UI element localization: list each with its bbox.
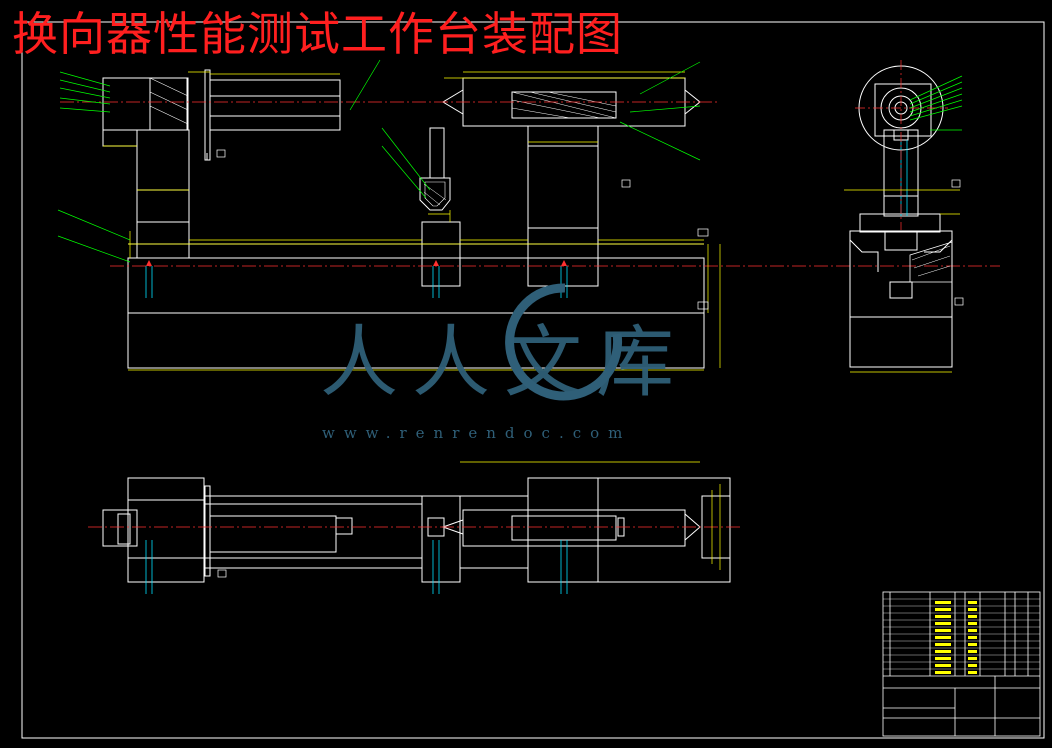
side-leaders [909, 75, 963, 131]
side-view [849, 65, 953, 368]
top-view [102, 477, 731, 583]
middle-fixture [421, 221, 461, 287]
title-block-text-mark [968, 615, 977, 618]
title-block-text-mark [968, 671, 977, 674]
drawing-title: 换向器性能测试工作台装配图 [12, 7, 623, 61]
title-block-rows [883, 598, 1040, 670]
title-block-text-mark [935, 629, 951, 632]
dimensions-front [103, 71, 721, 371]
title-block-text-mark [935, 657, 951, 660]
title-block-text-mark [968, 601, 977, 604]
top-dimensions [460, 461, 721, 570]
centerlines [60, 101, 1000, 267]
title-block-text-mark [968, 629, 977, 632]
title-block-text-mark [968, 622, 977, 625]
title-block-text-mark [935, 608, 951, 611]
side-centerlines [855, 60, 948, 230]
title-block-text-mark [935, 671, 951, 674]
watermark-ring-icon [505, 283, 623, 401]
title-block-text-mark [935, 636, 951, 639]
side-dimensions [844, 189, 960, 373]
title-block-text-mark [935, 622, 951, 625]
title-block-text-mark [935, 643, 951, 646]
sheet-border [21, 21, 1045, 739]
leaders-front [57, 59, 701, 263]
top-hidden [145, 540, 568, 594]
title-block-text-mark [968, 636, 977, 639]
watermark-logo-text: 人人文库 [320, 318, 689, 408]
title-block-text-mark [935, 664, 951, 667]
title-block-text-mark [968, 664, 977, 667]
title-block-text-mark [968, 650, 977, 653]
title-block-text-mark [968, 608, 977, 611]
title-block-text-mark [935, 601, 951, 604]
title-block-text-mark [935, 615, 951, 618]
title-block-text-mark [968, 657, 977, 660]
title-block-text-mark [935, 650, 951, 653]
left-support [136, 129, 190, 259]
left-head [102, 77, 188, 131]
title-block-text-marks [935, 601, 977, 674]
title-block-text-mark [968, 643, 977, 646]
title-block [882, 591, 1041, 737]
datum-boxes [216, 149, 964, 578]
watermark-url: www.renrendoc.com [322, 424, 632, 442]
